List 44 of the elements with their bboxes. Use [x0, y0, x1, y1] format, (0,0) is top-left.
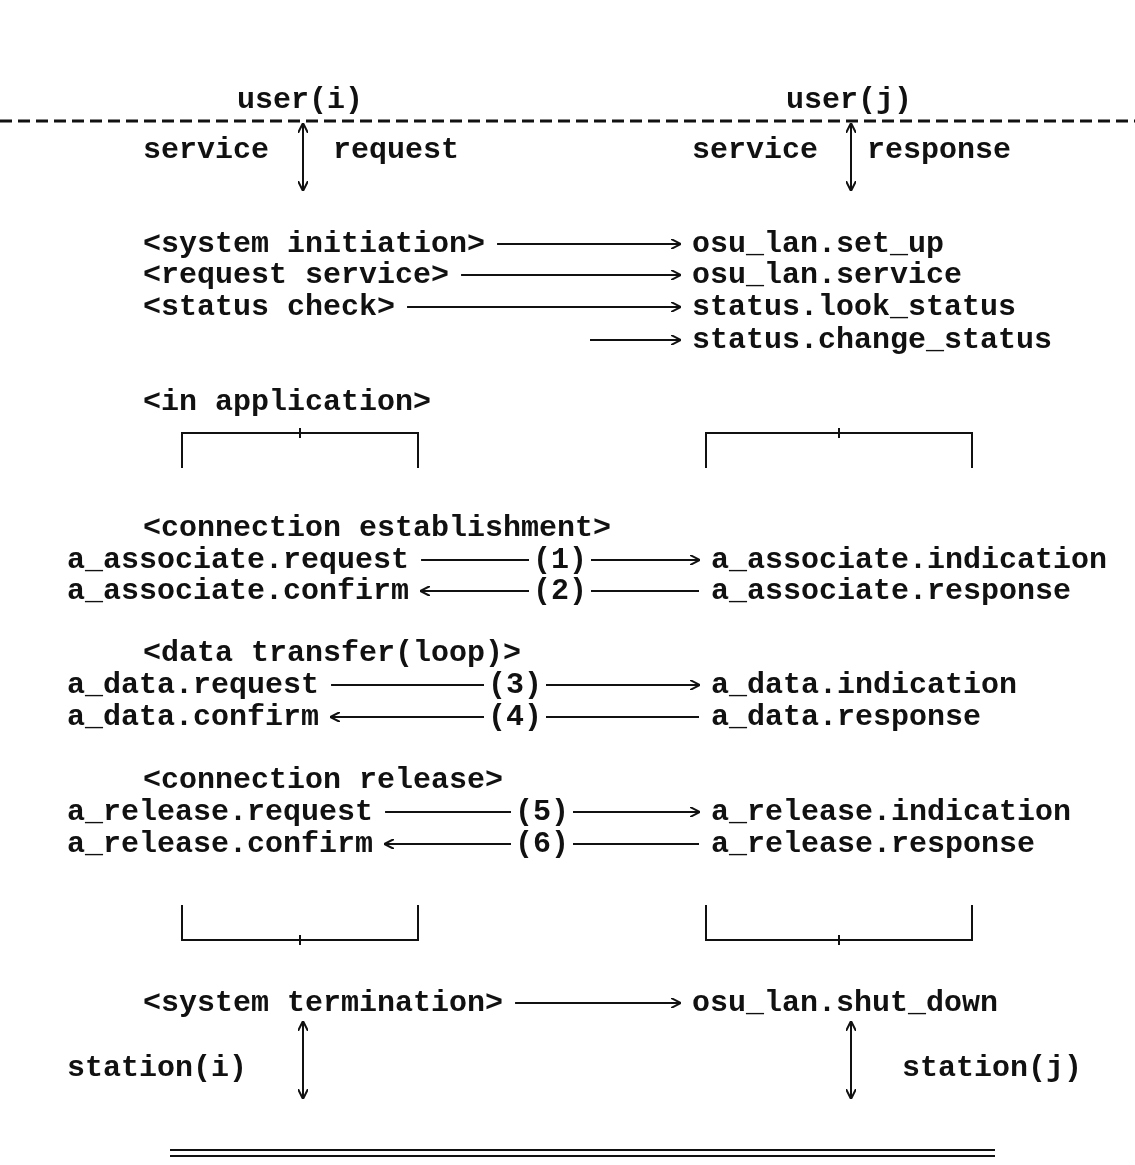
user-label: user(i) — [237, 83, 364, 117]
arrow — [589, 334, 682, 346]
primitive-text: <system termination> — [143, 986, 504, 1020]
primitive-text: <status check> — [143, 290, 396, 324]
phase-label: <data transfer(loop)> — [143, 636, 522, 670]
phase-label: <connection release> — [143, 763, 504, 797]
primitive-text: <request service> — [143, 258, 450, 292]
edge-label: (6) — [511, 827, 574, 861]
primitive-text: a_associate.indication — [711, 543, 1108, 577]
edge-label: (3) — [484, 668, 547, 702]
primitive-text: a_associate.confirm — [67, 574, 410, 608]
primitive-text: osu_lan.service — [692, 258, 963, 292]
primitive-text: a_associate.response — [711, 574, 1072, 608]
phase-label: <connection establishment> — [143, 511, 612, 545]
arrow — [406, 301, 682, 313]
primitive-text: a_release.confirm — [67, 827, 374, 861]
phase-label: <in application> — [143, 385, 432, 419]
primitive-text: a_associate.request — [67, 543, 410, 577]
primitive-text: a_data.request — [67, 668, 320, 702]
primitive-text: a_release.indication — [711, 795, 1072, 829]
primitive-text: <system initiation> — [143, 227, 486, 261]
primitive-text: osu_lan.set_up — [692, 227, 945, 261]
primitive-text: osu_lan.shut_down — [692, 986, 999, 1020]
edge-label: (2) — [529, 574, 592, 608]
user-label: user(j) — [786, 83, 913, 117]
interface-label: service — [143, 133, 270, 167]
primitive-text: a_data.confirm — [67, 700, 320, 734]
primitive-text: status.change_status — [692, 323, 1053, 357]
interface-label: service — [692, 133, 819, 167]
arrow — [514, 997, 682, 1009]
interface-label: response — [867, 133, 1012, 167]
edge-label: (4) — [484, 700, 547, 734]
edge-label: (5) — [511, 795, 574, 829]
primitive-text: status.look_status — [692, 290, 1017, 324]
arrow — [460, 269, 682, 281]
primitive-text: a_release.request — [67, 795, 374, 829]
primitive-text: a_data.response — [711, 700, 982, 734]
arrow — [496, 238, 682, 250]
interface-label: request — [333, 133, 460, 167]
edge-label: (1) — [529, 543, 592, 577]
station-label: station(i) — [67, 1051, 248, 1085]
primitive-text: a_data.indication — [711, 668, 1018, 702]
station-label: station(j) — [902, 1051, 1083, 1085]
primitive-text: a_release.response — [711, 827, 1036, 861]
